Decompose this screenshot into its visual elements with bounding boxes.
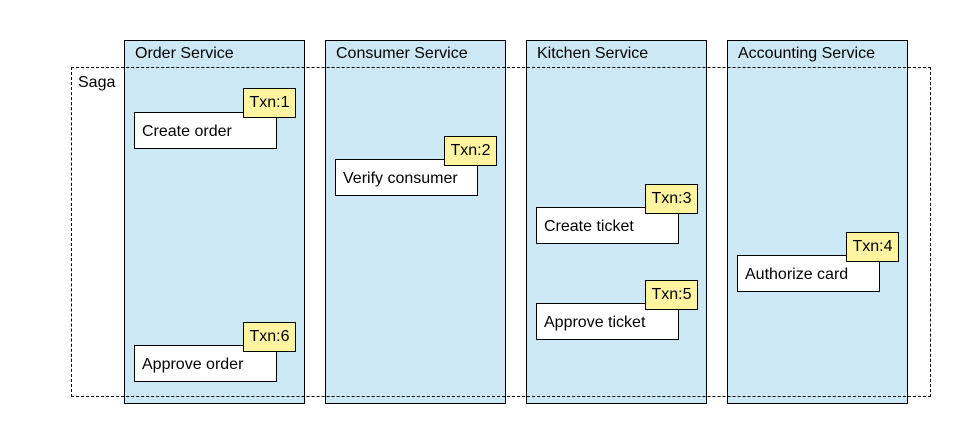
- txn-2-tag: Txn:2: [444, 136, 497, 166]
- consumer-service-title: Consumer Service: [336, 45, 468, 62]
- txn-5-tag: Txn:5: [645, 280, 698, 310]
- accounting-service-title: Accounting Service: [738, 45, 875, 62]
- approve-order-label: Approve order: [142, 356, 244, 373]
- saga-boundary: [71, 67, 931, 397]
- accounting-service-lane: Accounting Service: [727, 40, 908, 404]
- saga-label: Saga: [78, 74, 116, 91]
- authorize-card-label: Authorize card: [745, 266, 849, 283]
- order-service-title: Order Service: [135, 45, 234, 62]
- verify-consumer-label: Verify consumer: [343, 170, 458, 187]
- approve-ticket-label: Approve ticket: [544, 314, 646, 331]
- txn-4-tag: Txn:4: [846, 232, 899, 262]
- txn-6-tag: Txn:6: [243, 322, 296, 352]
- create-order-step: Create order: [134, 112, 277, 149]
- create-ticket-label: Create ticket: [544, 218, 634, 235]
- create-order-label: Create order: [142, 123, 232, 140]
- kitchen-service-title: Kitchen Service: [537, 45, 649, 62]
- consumer-service-lane: Consumer Service: [325, 40, 506, 404]
- txn-3-tag: Txn:3: [645, 184, 698, 214]
- txn-1-tag: Txn:1: [243, 88, 296, 118]
